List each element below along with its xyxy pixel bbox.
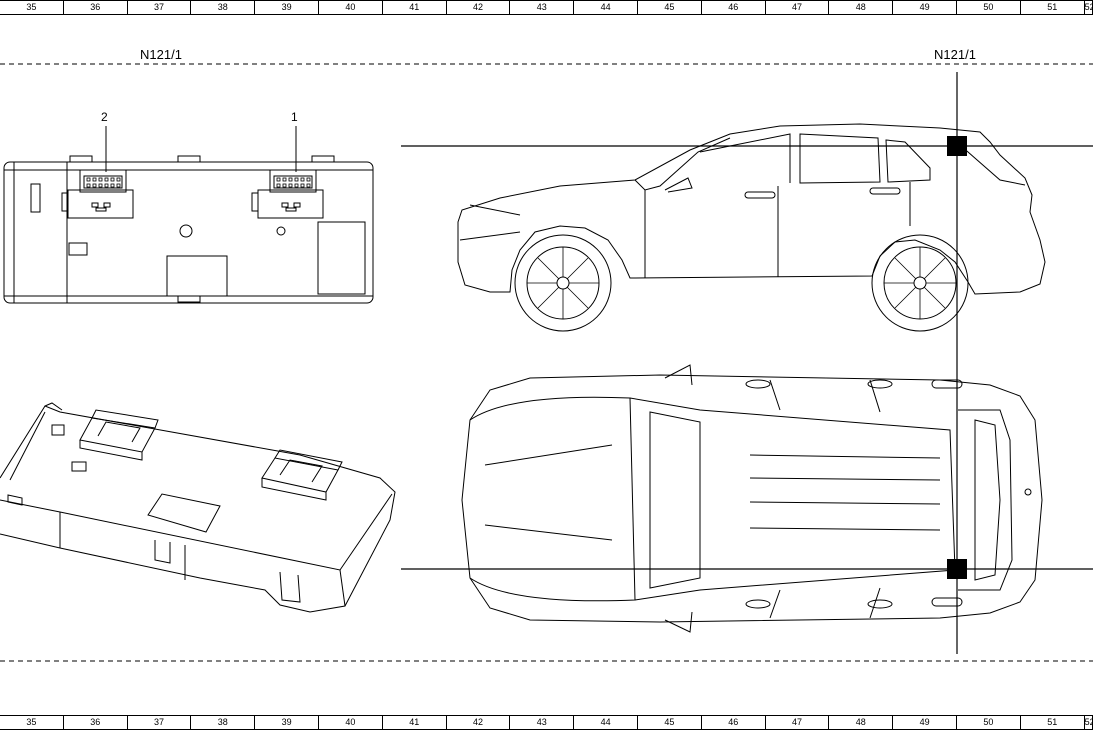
bottom-ruler-cell: 42 xyxy=(447,715,511,729)
bottom-ruler-cell: 46 xyxy=(702,715,766,729)
top-ruler-cell: 51 xyxy=(1021,0,1085,14)
connector-label-2: 2 xyxy=(101,110,108,124)
control-unit-front-view xyxy=(3,126,374,304)
bottom-ruler-cell: 41 xyxy=(383,715,447,729)
top-ruler-cell: 48 xyxy=(829,0,894,14)
top-ruler-cell: 41 xyxy=(383,0,447,14)
top-ruler-cell: 38 xyxy=(191,0,256,14)
bottom-ruler-cell: 47 xyxy=(766,715,830,729)
ruler-top-line xyxy=(0,0,1093,1)
location-marker-side-view xyxy=(947,136,967,156)
bottom-ruler-cell: 48 xyxy=(829,715,894,729)
top-ruler-cell: 46 xyxy=(702,0,766,14)
bottom-ruler-cell: 37 xyxy=(128,715,192,729)
top-ruler-cell: 50 xyxy=(957,0,1021,14)
top-ruler-cell: 37 xyxy=(128,0,192,14)
top-ruler-cell: 43 xyxy=(510,0,575,14)
top-ruler-cell: 47 xyxy=(766,0,830,14)
connector-2-socket xyxy=(61,126,134,219)
top-ruler-cell: 52 xyxy=(1084,0,1093,14)
bottom-ruler-cell: 35 xyxy=(0,715,64,729)
component-label-right: N121/1 xyxy=(934,47,976,62)
connector-1-socket xyxy=(251,126,324,219)
bottom-ruler-cell: 38 xyxy=(191,715,256,729)
top-ruler-cell: 35 xyxy=(0,0,64,14)
location-reference-lines xyxy=(401,72,1093,654)
location-marker-top-view xyxy=(947,559,967,579)
bottom-ruler-cell: 36 xyxy=(64,715,128,729)
top-ruler-cell: 40 xyxy=(319,0,383,14)
bottom-ruler-cell: 49 xyxy=(893,715,957,729)
top-ruler-cell: 44 xyxy=(574,0,638,14)
top-ruler-cell: 39 xyxy=(255,0,319,14)
bottom-ruler-cell: 44 xyxy=(574,715,638,729)
bottom-ruler-cell: 50 xyxy=(957,715,1021,729)
top-ruler-cell: 36 xyxy=(64,0,128,14)
ruler-bottom-line xyxy=(0,14,1093,15)
bottom-ruler-cell: 40 xyxy=(319,715,383,729)
bottom-ruler-cell: 43 xyxy=(510,715,575,729)
top-ruler-cell: 45 xyxy=(638,0,702,14)
bottom-ruler-cell: 51 xyxy=(1021,715,1085,729)
bottom-ruler-cell: 39 xyxy=(255,715,319,729)
bottom-ruler-cell: 52 xyxy=(1084,715,1093,729)
ruler-bottom-line xyxy=(0,729,1093,730)
top-ruler-cell: 49 xyxy=(893,0,957,14)
component-label-left: N121/1 xyxy=(140,47,182,62)
ruler-top-line xyxy=(0,715,1093,716)
vehicle-top-view xyxy=(461,364,1043,633)
bottom-ruler-cell: 45 xyxy=(638,715,702,729)
top-ruler-cell: 42 xyxy=(447,0,511,14)
control-unit-isometric-view xyxy=(0,402,396,613)
connector-label-1: 1 xyxy=(291,110,298,124)
